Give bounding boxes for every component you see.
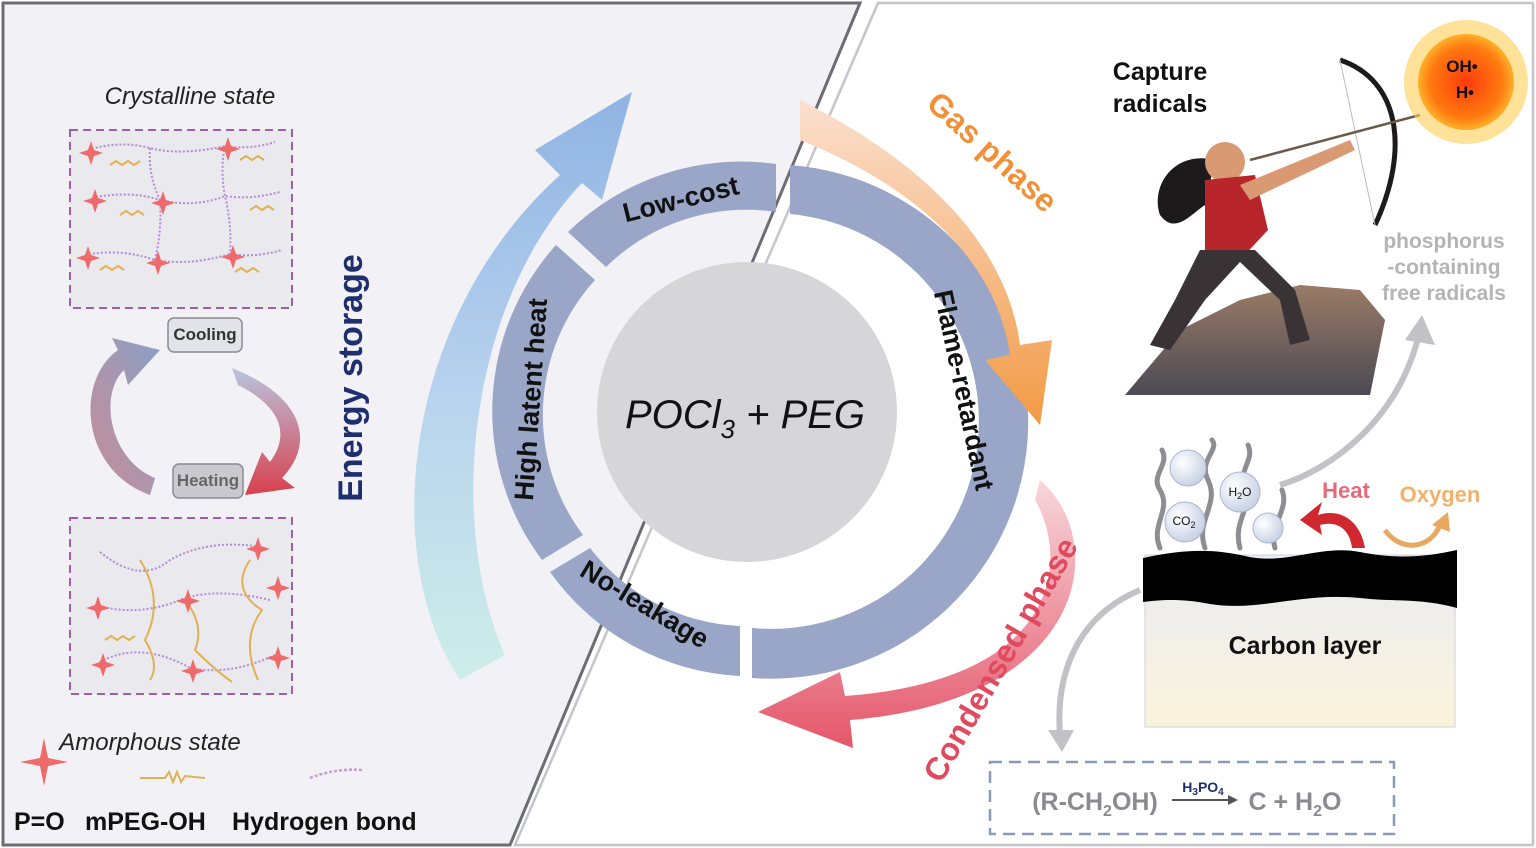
archer-arm — [1240, 140, 1355, 200]
archer-illustration — [1125, 57, 1421, 395]
cooling-badge — [167, 317, 243, 353]
bubble-top — [1169, 449, 1207, 487]
reaction-products: C + H2O — [1249, 788, 1342, 820]
condensed-phase-arrow — [758, 480, 1076, 748]
legend-po-label: P=O — [14, 808, 65, 836]
carbon-to-reaction-arrow — [1056, 587, 1142, 736]
h2o-bubble-sub: 2 — [1237, 491, 1242, 501]
center-formula-rest: + PEG — [735, 393, 865, 437]
h-radical-label: H• — [1456, 83, 1474, 102]
h2o-bubble-main: H — [1228, 485, 1237, 499]
center-formula-pocl: POCl — [625, 393, 722, 437]
bubble-small — [1252, 512, 1284, 544]
cooling-label: Cooling — [173, 325, 236, 344]
rock-cliff — [1125, 285, 1385, 395]
catalyst-part-a: H — [1182, 779, 1192, 795]
reaction-arrowhead — [1228, 795, 1238, 805]
ring-center-disc — [597, 262, 897, 562]
cooling-cycle-arrow — [90, 338, 160, 495]
archer-head — [1205, 142, 1245, 182]
heating-label: Heating — [177, 471, 239, 490]
catalyst-subscript-1: 3 — [1192, 787, 1198, 798]
crystalline-po-markers — [76, 137, 245, 275]
phosphorus-label-line2: -containing — [1387, 256, 1500, 279]
amorphous-state-label: Amorphous state — [57, 729, 240, 756]
ring-segment-high-latent-heat — [492, 245, 595, 560]
phosphorus-release-arrowhead — [1405, 315, 1435, 345]
energy-storage-arrow — [414, 92, 632, 680]
crystalline-box — [69, 129, 293, 309]
phosphorus-release-arrow — [1279, 329, 1423, 488]
heat-arrow — [1300, 502, 1365, 548]
products-part-a: C + H — [1249, 788, 1314, 816]
ring — [492, 161, 1029, 679]
carbon-to-reaction-arrowhead — [1048, 730, 1074, 752]
oxygen-label: Oxygen — [1400, 482, 1481, 507]
heating-cycle-arrow — [232, 368, 301, 495]
reaction-box — [988, 760, 1396, 836]
catalyst-part-b: PO — [1198, 779, 1218, 795]
center-formula-subscript: 3 — [721, 414, 736, 444]
reactant-part-b: OH) — [1112, 788, 1158, 816]
hydrogen-bond-line-icon — [309, 768, 363, 780]
po-star-icon — [20, 738, 68, 786]
gas-phase-arrow — [800, 100, 1052, 425]
heating-badge — [172, 463, 244, 499]
capture-radicals-line2: radicals — [1113, 90, 1208, 118]
co2-bubble-main: CO — [1172, 514, 1190, 528]
h2o-bubble-end: O — [1242, 485, 1251, 499]
sun-radicals-icon — [1418, 34, 1514, 130]
archer-hair — [1157, 158, 1215, 224]
heat-label: Heat — [1322, 478, 1370, 503]
reaction-catalyst: H3PO4 — [1182, 779, 1224, 798]
legend-mpeg-oh-label: mPEG-OH — [85, 808, 206, 836]
ring-segment-no-leakage — [550, 548, 740, 676]
ring-segment-low-cost — [568, 161, 776, 267]
carbon-layer-label: Carbon layer — [1229, 632, 1382, 660]
products-part-b: O — [1322, 788, 1341, 816]
h2o-bubble-label: H2O — [1228, 485, 1251, 501]
carbon-black-layer — [1143, 550, 1457, 608]
crystalline-network — [84, 141, 283, 274]
energy-storage-label: Energy storage — [332, 254, 370, 502]
oh-radical-label: OH• — [1446, 57, 1478, 76]
oxygen-arrowhead — [1432, 512, 1450, 532]
ring-segment-flame-retardant — [752, 165, 1029, 679]
arrow-shaft — [1249, 113, 1421, 162]
oxygen-arrow — [1382, 523, 1443, 548]
bubble-co2 — [1164, 501, 1206, 543]
crystalline-state-label: Crystalline state — [105, 83, 276, 110]
bowstring — [1339, 59, 1376, 226]
catalyst-subscript-2: 4 — [1218, 787, 1224, 798]
co2-bubble-sub: 2 — [1190, 520, 1195, 530]
archer-legs — [1150, 250, 1310, 350]
legend-hydrogen-bond-label: Hydrogen bond — [232, 808, 417, 836]
phosphorus-label-line1: phosphorus — [1383, 230, 1504, 253]
reactant-part-a: (R-CH — [1032, 788, 1103, 816]
bubble-h2o — [1219, 471, 1261, 513]
products-subscript: 2 — [1313, 803, 1322, 820]
amorphous-po-markers — [86, 537, 290, 683]
capture-radicals-line1: Capture — [1113, 58, 1208, 86]
reactant-subscript: 2 — [1103, 803, 1112, 820]
reaction-reactant: (R-CH2OH) — [1032, 788, 1158, 820]
mpeg-oh-zigzag-icon — [140, 769, 206, 785]
phosphorus-label-line3: free radicals — [1382, 282, 1506, 305]
center-formula: POCl3 + PEG — [625, 393, 865, 444]
co2-bubble-label: CO2 — [1172, 514, 1195, 530]
